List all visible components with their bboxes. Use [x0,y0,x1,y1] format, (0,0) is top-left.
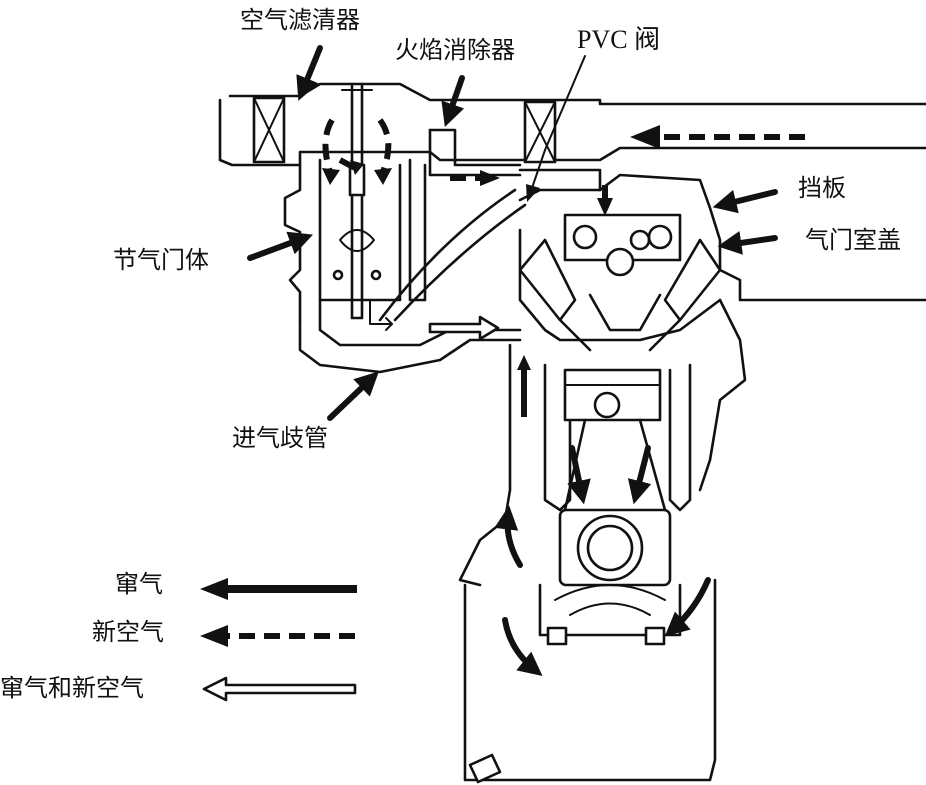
flame-arrester [428,128,613,216]
throttle-fresh-air-arrows [322,118,392,185]
throttle-body [283,82,427,322]
air-cleaner-label: 空气滤清器 [240,6,360,34]
legend-outline-arrow [202,676,357,702]
legend-mixed-label: 窜气和新空气 [0,674,144,702]
crankcase-blowby-arrows [494,445,711,676]
legend-solid-arrow [200,578,357,600]
baffle-label: 挡板 [798,174,846,202]
cylinder-block [458,298,747,587]
leader-arrows [247,45,778,421]
cylinder-head [518,173,926,352]
oil-pan [463,578,717,784]
legend-dashed-arrow [200,625,355,647]
pvc-valve-label: PVC 阀 [577,25,660,54]
legend: 窜气 新空气 窜气和新空气 [0,570,357,702]
legend-blowby-label: 窜气 [115,570,163,598]
throttle-body-label: 节气门体 [113,246,209,274]
intake-manifold-label: 进气歧管 [232,424,328,452]
fresh-air-inlet-arrow [630,125,805,149]
legend-fresh-air-label: 新空气 [92,618,164,646]
cylinder-head-cover-label: 气门室盖 [805,226,901,254]
intake-manifold [298,188,527,374]
flame-arrester-label: 火焰消除器 [395,36,515,64]
